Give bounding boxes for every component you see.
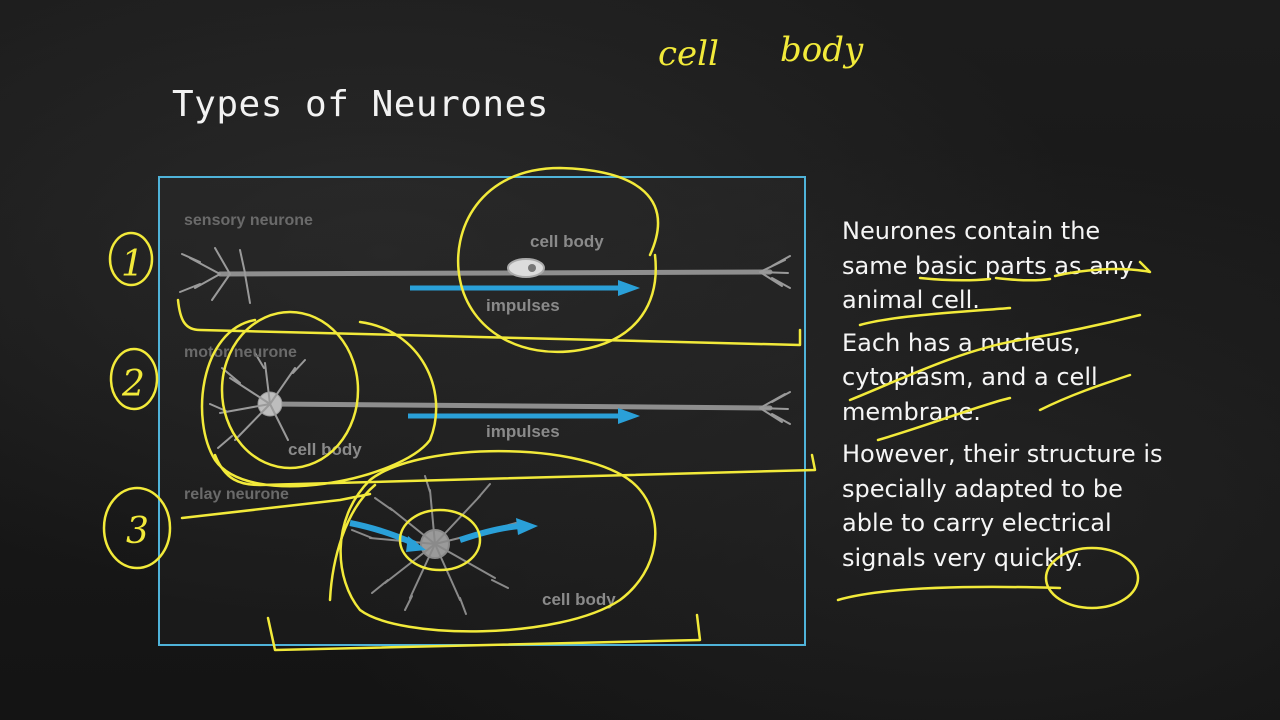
motor-cell-body-label: cell body <box>288 440 362 459</box>
sensory-impulses-label: impulses <box>486 296 560 315</box>
handwritten-body: body <box>780 30 864 70</box>
paragraph-basic-parts: Neurones contain the same basic parts as… <box>842 217 1134 314</box>
slide-title: Types of Neurones <box>172 84 549 125</box>
motor-impulses-label: impulses <box>486 422 560 441</box>
sensory-cell-body-label: cell body <box>530 232 604 251</box>
handwritten-cell: cell <box>658 34 719 74</box>
relay-neurone-drawing <box>351 475 517 615</box>
neurone-diagram: sensory neurone cell body impulses motor… <box>158 176 806 646</box>
motor-neurone-label: motor neurone <box>184 344 297 361</box>
explanation-text: Neurones contain the same basic parts as… <box>842 214 1172 583</box>
relay-neurone-label: relay neurone <box>184 486 289 503</box>
neurone-drawings <box>179 247 791 615</box>
sensory-neurone-drawing <box>179 247 791 304</box>
paragraph-components: Each has a nucleus, cytoplasm, and a cel… <box>842 328 1098 426</box>
sensory-neurone-label: sensory neurone <box>184 212 313 229</box>
relay-cell-body-label: cell body <box>542 590 616 609</box>
paragraph-adaptation: However, their structure is specially ad… <box>842 440 1163 572</box>
